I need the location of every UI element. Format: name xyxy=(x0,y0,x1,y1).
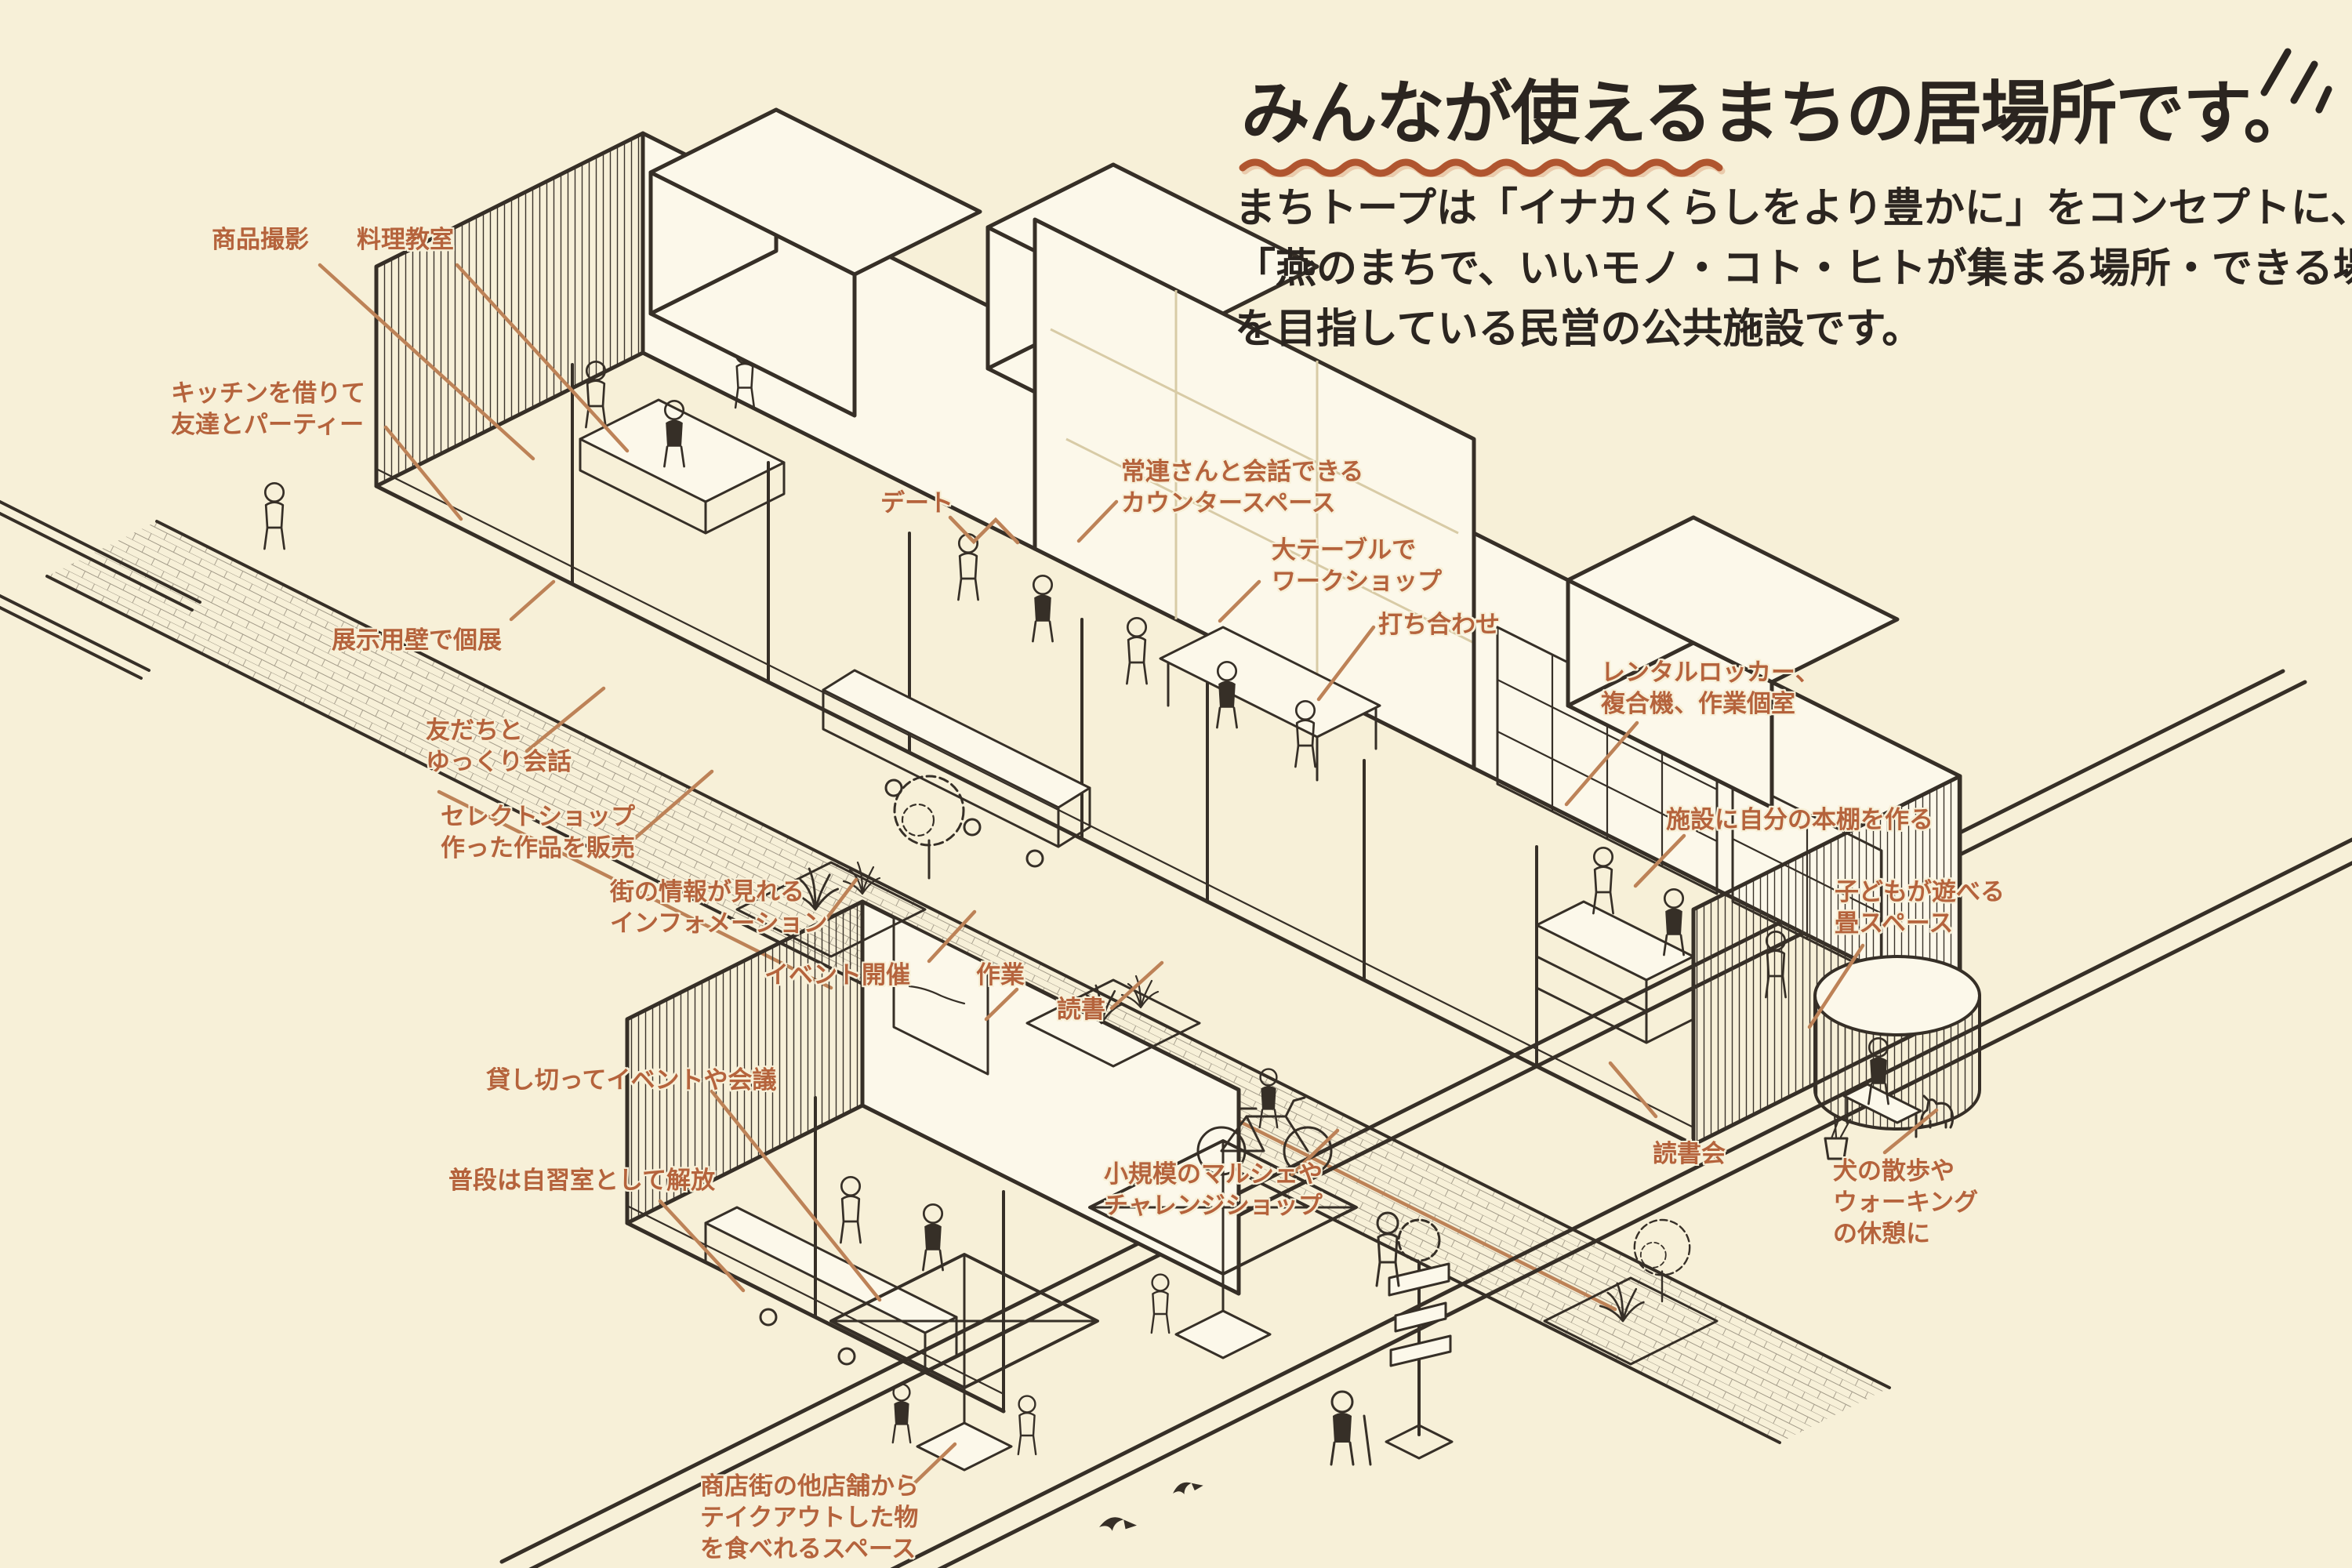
map-label-reading-circle: 読書会 xyxy=(1653,1140,1726,1167)
map-label-cooking-class: 料理教室 xyxy=(357,226,454,253)
map-label-counter-space: 常連さんと会話できるカウンタースペース xyxy=(1121,458,1364,517)
map-label-my-bookshelf: 施設に自分の本棚を作る xyxy=(1666,806,1933,833)
map-label-date-spot: デート xyxy=(880,489,953,517)
leader-line-gallery-wall-exhibition xyxy=(509,579,556,622)
map-label-chat-with-friends: 友だちとゆっくり会話 xyxy=(426,717,572,775)
leader-line-date-spot xyxy=(948,515,1020,545)
leader-line-tatami-kids-space xyxy=(1807,943,1865,1029)
map-label-takeout-eating-space: 商店街の他店舗からテイクアウトした物を食べれるスペース xyxy=(700,1472,919,1563)
leader-line-product-photo-shoot xyxy=(318,263,535,461)
leader-line-reading-circle xyxy=(1608,1061,1658,1119)
leader-line-takeout-eating-space xyxy=(909,1442,957,1489)
description-line: 「燕のまちで、いいモノ・コト・ヒトが集まる場所・できる場所」 xyxy=(1235,246,2352,292)
leader-line-big-table-workshop xyxy=(1218,579,1261,623)
map-label-tatami-kids-space: 子どもが遊べる畳スペース xyxy=(1835,878,2005,937)
leader-line-marche-challenge-shop xyxy=(1290,1128,1340,1177)
map-label-marche-challenge-shop: 小規模のマルシェやチャレンジショップ xyxy=(1104,1160,1323,1219)
leader-line-my-bookshelf xyxy=(1633,833,1686,888)
page-title: みんなが使えるまちの居場所です。 xyxy=(1241,74,2313,152)
map-label-rental-locker: レンタルロッカー、複合機、作業個室 xyxy=(1601,659,1820,717)
map-label-work: 作業 xyxy=(976,961,1025,989)
description-line: を目指している民営の公共施設です。 xyxy=(1235,307,1923,352)
map-label-reading: 読書 xyxy=(1057,996,1105,1023)
leader-line-open-study-room xyxy=(658,1199,746,1293)
leader-line-chat-with-friends xyxy=(524,686,606,753)
map-label-town-information: 街の情報が見れるインフォメーション xyxy=(610,878,828,937)
map-label-dog-walk-rest: 犬の散歩やウォーキングの休憩に xyxy=(1833,1157,1979,1247)
leader-line-counter-space xyxy=(1076,499,1119,543)
leader-line-meeting xyxy=(1316,625,1376,702)
map-label-gallery-wall-exhibition: 展示用壁で個展 xyxy=(332,626,502,654)
leader-line-town-information xyxy=(819,877,858,927)
leader-line-select-shop xyxy=(621,769,714,851)
title-emphasis-strokes-icon xyxy=(2260,48,2332,114)
facility-description: まちトープは「イナカくらしをより豊かに」をコンセプトに、 「燕のまちで、いいモノ… xyxy=(1235,179,2352,360)
leader-line-rental-locker xyxy=(1564,720,1639,807)
map-label-big-table-workshop: 大テーブルでワークショップ xyxy=(1272,536,1442,595)
leader-line-dog-walk-rest xyxy=(1882,1108,1939,1155)
leader-line-cooking-class xyxy=(455,263,630,453)
leader-line-work xyxy=(984,987,1019,1022)
map-label-private-events-meetings: 貸し切ってイベントや会議 xyxy=(486,1066,777,1094)
map-label-select-shop: セレクトショップ作った作品を販売 xyxy=(441,803,635,862)
map-label-open-study-room: 普段は自習室として解放 xyxy=(448,1167,716,1194)
leader-line-reading xyxy=(1109,960,1164,1011)
map-label-event-space: イベント開催 xyxy=(764,961,910,989)
map-label-kitchen-party: キッチンを借りて友達とパーティー xyxy=(171,379,365,438)
title-wavy-underline xyxy=(1239,158,1726,177)
map-label-meeting: 打ち合わせ xyxy=(1378,611,1500,638)
leader-line-kitchen-party xyxy=(383,425,463,521)
leader-line-event-space xyxy=(927,909,977,964)
map-label-product-photo-shoot: 商品撮影 xyxy=(212,226,309,253)
description-line: まちトープは「イナカくらしをより豊かに」をコンセプトに、 xyxy=(1235,186,2352,231)
leader-line-private-events-meetings xyxy=(710,1089,882,1302)
